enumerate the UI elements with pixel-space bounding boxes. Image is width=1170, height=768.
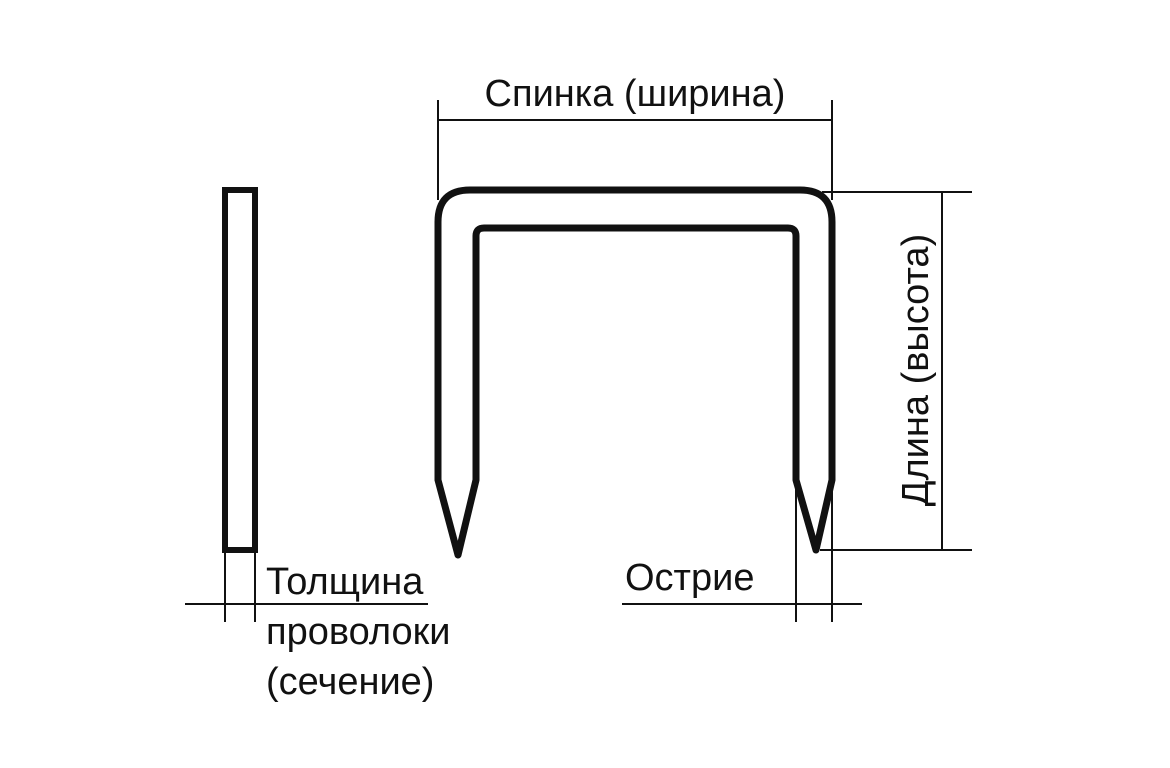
width-dimension bbox=[437, 100, 833, 200]
point-dimension bbox=[622, 480, 862, 622]
staple-outline bbox=[434, 186, 836, 559]
length-dimension bbox=[820, 191, 972, 551]
thickness-label-line1: Толщина bbox=[266, 561, 424, 603]
thickness-label-line3: (сечение) bbox=[266, 661, 434, 703]
wire-section-rect bbox=[222, 187, 258, 553]
staple-shape bbox=[434, 186, 836, 559]
thickness-dimension bbox=[185, 550, 428, 622]
length-label: Длина (высота) bbox=[895, 234, 937, 506]
width-label: Спинка (ширина) bbox=[485, 73, 786, 115]
wire-cross-section bbox=[222, 187, 258, 553]
point-label: Острие bbox=[625, 557, 754, 599]
thickness-label-line2: проволоки bbox=[266, 611, 451, 653]
